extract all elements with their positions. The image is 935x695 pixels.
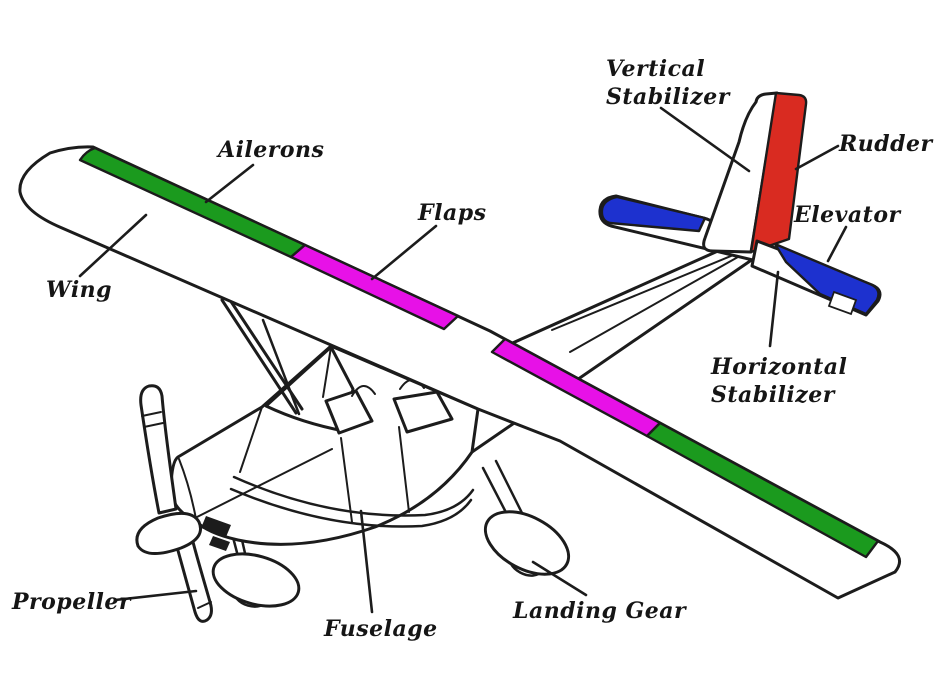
rudder-highlight (749, 91, 808, 254)
propeller-blade-lower (175, 540, 213, 623)
leader-elevator (826, 225, 848, 263)
fuselage-stripe-upper (232, 475, 475, 517)
leader-flaps (370, 224, 438, 281)
wing-strut-rear (261, 318, 301, 416)
right-aileron-highlight (645, 421, 880, 559)
left-aileron-highlight (78, 146, 307, 259)
door-frame-line-rear (398, 426, 410, 513)
label-ailerons: Ailerons (216, 137, 324, 163)
cowling-firewall-line (239, 406, 263, 473)
cowling-front-edge (178, 458, 197, 520)
door-frame-line-front (340, 437, 353, 523)
cowl-air-intake (201, 516, 231, 537)
vertical-stabilizer-shape (702, 91, 779, 254)
fuselage-stripe-lower (229, 487, 473, 528)
label-elevator: Elevator (793, 202, 901, 228)
label-horizontal-stabilizer-line1: Horizontal (710, 354, 847, 380)
main-wheel-fairing (483, 510, 571, 576)
windshield-pillar (322, 346, 332, 398)
tail-boom-taper-line-1 (551, 250, 744, 331)
label-flaps: Flaps (417, 200, 487, 226)
leader-ailerons (204, 163, 255, 204)
far-elevator-highlight (600, 195, 707, 233)
propeller-blade-lower-tip-band (197, 601, 212, 609)
propeller-blade-upper-tip-band (141, 411, 164, 428)
leader-vertical-stabilizer (659, 106, 751, 173)
label-fuselage: Fuselage (323, 616, 438, 642)
cowl-exhaust (209, 536, 230, 551)
wing-shape (18, 145, 901, 600)
label-rudder: Rudder (838, 131, 934, 157)
propeller-spinner (135, 511, 202, 555)
rear-side-window (392, 390, 454, 434)
label-vertical-stabilizer-line1: Vertical (606, 56, 705, 82)
label-landing-gear: Landing Gear (512, 598, 687, 624)
propeller-blade-upper (139, 384, 178, 515)
label-wing: Wing (46, 277, 112, 303)
leader-landing-gear (531, 560, 588, 597)
leader-rudder (794, 144, 840, 171)
elevator-trim-tab-notch (827, 290, 858, 316)
label-vertical-stabilizer-line2: Stabilizer (606, 84, 731, 110)
leader-propeller (113, 589, 198, 602)
nose-wheel-fairing (211, 552, 301, 608)
tail-boom-taper-line-2 (569, 252, 746, 353)
left-flap-highlight (289, 243, 460, 331)
label-horizontal-stabilizer-line2: Stabilizer (711, 382, 836, 408)
leader-wing (78, 213, 148, 278)
front-side-window (324, 389, 374, 435)
leader-horizontal-stabilizer (768, 270, 780, 348)
seat-back-front (351, 385, 376, 397)
label-propeller: Propeller (11, 589, 132, 615)
leader-fuselage (359, 509, 374, 614)
cowling-side-edge (196, 448, 333, 518)
